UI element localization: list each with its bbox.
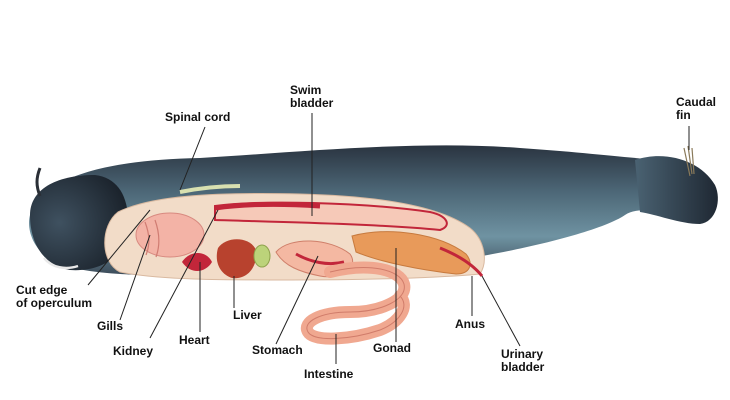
label-swim-bladder: Swim bladder bbox=[290, 84, 333, 110]
caudal-fin-shape bbox=[635, 156, 718, 224]
gall-bladder bbox=[254, 245, 270, 267]
label-caudal-fin: Caudal fin bbox=[676, 96, 716, 122]
label-anus: Anus bbox=[455, 318, 485, 331]
label-gills: Gills bbox=[97, 320, 123, 333]
leader-line-urinary-bladder bbox=[482, 276, 520, 346]
label-swim-bladder-line2: bladder bbox=[290, 97, 333, 110]
label-cut-edge-of-operculum: Cut edge of operculum bbox=[16, 284, 92, 310]
label-heart: Heart bbox=[179, 334, 210, 347]
label-cut-edge-line2: of operculum bbox=[16, 297, 92, 310]
label-gonad: Gonad bbox=[373, 342, 411, 355]
gills bbox=[136, 213, 204, 257]
label-urinary-bladder: Urinary bladder bbox=[501, 348, 544, 374]
label-spinal-cord: Spinal cord bbox=[165, 111, 230, 124]
label-stomach: Stomach bbox=[252, 344, 303, 357]
label-liver: Liver bbox=[233, 309, 262, 322]
barbel bbox=[37, 168, 40, 196]
label-intestine: Intestine bbox=[304, 368, 353, 381]
label-kidney: Kidney bbox=[113, 345, 153, 358]
label-urinary-bladder-line2: bladder bbox=[501, 361, 544, 374]
label-caudal-fin-line2: fin bbox=[676, 109, 716, 122]
